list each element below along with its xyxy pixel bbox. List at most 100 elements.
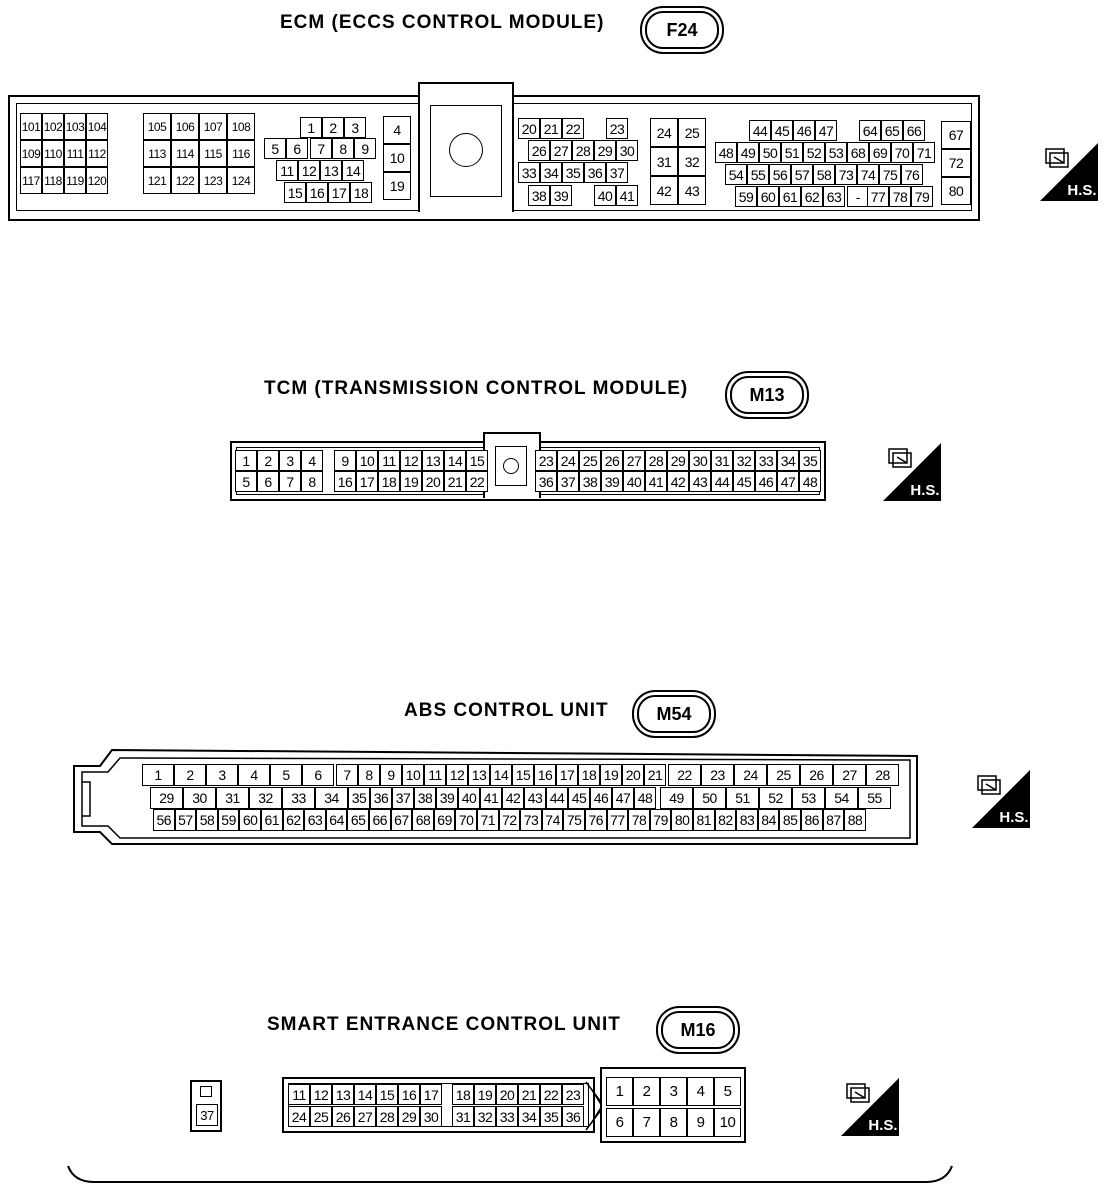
pin: 23	[606, 118, 628, 139]
abs-connector-code: M54	[656, 703, 692, 724]
pin: 11	[288, 1084, 310, 1105]
pin: 27	[354, 1106, 376, 1127]
pin: 77	[606, 809, 629, 831]
pin: 16	[306, 182, 328, 203]
pin: 119	[64, 167, 86, 194]
hs-label: H.S.	[999, 809, 1028, 826]
pin: 50	[693, 787, 726, 809]
pin: 37	[606, 162, 628, 183]
pin: 3	[279, 450, 301, 471]
pin: 27	[623, 450, 645, 471]
pin: 107	[199, 113, 227, 140]
pin: 29	[398, 1106, 420, 1127]
pin: 1	[235, 450, 257, 471]
hs-icon: H.S.	[1040, 143, 1098, 201]
pin: 31	[452, 1106, 474, 1127]
pin: 5	[264, 138, 286, 159]
pin: 37	[557, 471, 579, 492]
pin: 44	[711, 471, 733, 492]
pin: 2	[322, 117, 344, 138]
pin: 33	[282, 787, 315, 809]
pin: 67	[390, 809, 413, 831]
pin: 23	[562, 1084, 584, 1105]
pin: 43	[524, 787, 546, 809]
pin: 45	[771, 120, 793, 141]
pin: 40	[623, 471, 645, 492]
sec-connector-code-badge: M16	[661, 1011, 735, 1049]
pin: 78	[628, 809, 650, 831]
pin: 26	[800, 764, 833, 786]
pin: 26	[601, 450, 623, 471]
pin: 16	[534, 764, 556, 786]
hs-label: H.S.	[910, 482, 939, 499]
pin: 21	[444, 471, 466, 492]
pin: 22	[668, 764, 701, 786]
pin: 83	[736, 809, 758, 831]
pin: 7	[633, 1108, 660, 1137]
pin: 55	[747, 164, 769, 185]
pin: 29	[667, 450, 689, 471]
pin: 32	[678, 147, 706, 176]
pin: 80	[671, 809, 693, 831]
pin: 34	[518, 1106, 540, 1127]
pin: 33	[518, 162, 540, 183]
sec-single-latch	[200, 1086, 212, 1097]
pin: 74	[857, 164, 879, 185]
pin: 16	[334, 471, 356, 492]
pin: 22	[562, 118, 584, 139]
pin: 65	[881, 120, 903, 141]
pin: 51	[726, 787, 759, 809]
pin: 42	[667, 471, 689, 492]
pin: 23	[535, 450, 557, 471]
pin: 120	[86, 167, 108, 194]
pin: 73	[835, 164, 857, 185]
pin: 8	[660, 1108, 687, 1137]
pin: 75	[563, 809, 585, 831]
pin: 77	[867, 186, 889, 207]
pin: 73	[520, 809, 542, 831]
pin: 25	[310, 1106, 332, 1127]
pin: 4	[687, 1077, 714, 1106]
pin: 45	[733, 471, 755, 492]
pin: 15	[466, 450, 488, 471]
pin: 30	[689, 450, 711, 471]
pin: 117	[20, 167, 42, 194]
pin: 40	[594, 185, 616, 206]
pin: 79	[649, 809, 672, 831]
pin: 26	[528, 140, 550, 161]
pin: 23	[701, 764, 734, 786]
pin: 9	[380, 764, 402, 786]
pin: 36	[562, 1106, 584, 1127]
pin: 124	[227, 167, 255, 194]
pin: 31	[650, 147, 678, 176]
pin: 80	[941, 177, 971, 205]
pin: 62	[282, 809, 305, 831]
pin: 35	[540, 1106, 562, 1127]
pin: 29	[594, 140, 616, 161]
pin: 61	[261, 809, 283, 831]
pin: 39	[601, 471, 623, 492]
pin: 75	[879, 164, 901, 185]
pin: 47	[612, 787, 634, 809]
pin: 66	[903, 120, 925, 141]
pin: 13	[332, 1084, 354, 1105]
pin: 5	[235, 471, 257, 492]
sec-connector-code: M16	[680, 1019, 716, 1040]
pin: 123	[199, 167, 227, 194]
pin: 63	[823, 186, 845, 207]
pin: 88	[844, 809, 866, 831]
pin: 48	[799, 471, 821, 492]
pin: 84	[757, 809, 780, 831]
hs-label: H.S.	[868, 1117, 897, 1134]
pin: 54	[825, 787, 858, 809]
pin: 121	[143, 167, 171, 194]
pin: 11	[424, 764, 446, 786]
pin: 31	[216, 787, 249, 809]
pin: 17	[556, 764, 578, 786]
pin: 26	[332, 1106, 354, 1127]
hs-icon: H.S.	[883, 443, 941, 501]
pin: 9	[354, 138, 376, 159]
pin: 7	[279, 471, 301, 492]
pin: 20	[422, 471, 444, 492]
pin: 16	[398, 1084, 420, 1105]
